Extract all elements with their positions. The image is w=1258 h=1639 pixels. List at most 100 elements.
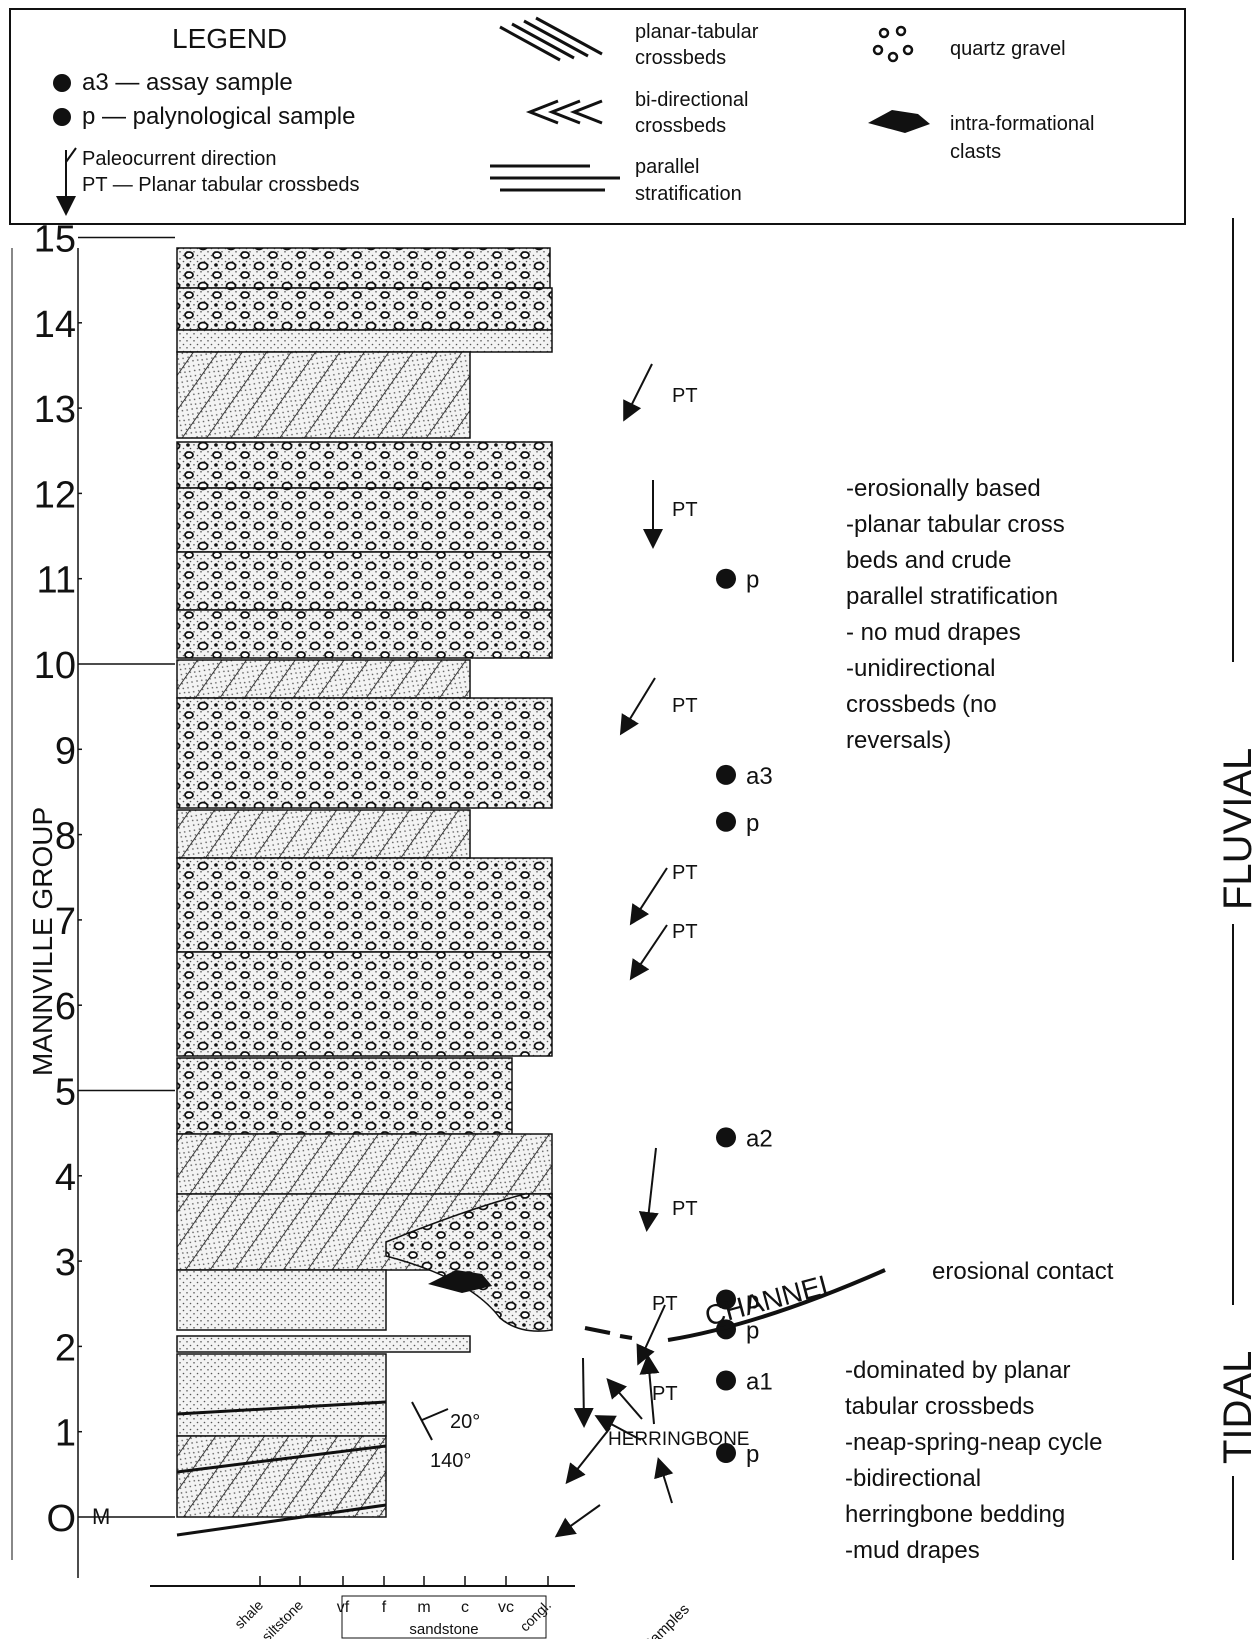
grain-label: siltstone [258,1597,306,1639]
clast-icon [428,1270,492,1293]
fluvial-note-line: - no mud drapes [846,619,1021,646]
scale-label: 13 [34,389,76,431]
paleocurrent-arrow-icon [619,677,656,736]
paleocurrent-arrow-icon [606,1377,643,1420]
grain-label: shale [231,1597,266,1632]
scale-label: 9 [55,730,76,772]
legend-item-paleocurrent: Paleocurrent direction [82,148,277,170]
legend-bidirectional-line2: crossbeds [635,115,726,137]
bed-layer [176,659,471,699]
legend-item-pt: PT — Planar tabular crossbeds [82,174,360,196]
bed-layer [176,609,553,659]
legend: LEGEND a3 — assay sample p — palynologic… [9,8,1186,225]
sample-label: p [746,1441,759,1468]
paleocurrent-arrow-icon [638,1147,659,1232]
fluvial-note-line: -erosionally based [846,475,1041,502]
legend-parallel-line2: stratification [635,183,742,205]
facies-bracket: FLUVIAL TIDAL [1216,218,1258,1560]
legend-frame [9,8,1186,225]
sample-label: p [746,567,759,594]
bed-layer [176,1353,387,1437]
tidal-note-line: -dominated by planar [845,1357,1070,1384]
tidal-note-line: -bidirectional [845,1465,981,1492]
assay-sample-icon [53,74,71,92]
legend-item-assay: a3 — assay sample [82,69,293,96]
sample-label: a3 [746,763,773,790]
bed-layer [176,697,553,809]
quartz-gravel-icon [872,25,914,63]
pt-label: PT [672,1198,698,1220]
tidal-notes: -dominated by planar tabular crossbeds -ne… [845,1357,1102,1564]
paleocurrent-arrow-icon [636,1304,666,1366]
stratigraphic-column [176,247,553,1537]
pt-label: PT [672,695,698,717]
scale-label: 15 [34,219,76,261]
paleocurrent-arrow-icon [639,1354,660,1425]
angle-bottom-label: 140° [430,1450,471,1472]
legend-clasts-line2: clasts [950,141,1001,163]
bounding-surface [176,1444,387,1474]
fluvial-note-line: -unidirectional [846,655,995,682]
bidirectional-crossbeds-icon [525,99,603,125]
paleocurrent-arrow-icon [573,1357,594,1428]
pt-label: PT [672,921,698,943]
scale-label: 3 [55,1242,76,1284]
legend-bidirectional-line1: bi-directional [635,89,748,111]
sample-dot-icon [716,811,736,832]
grain-label: c [461,1599,469,1616]
legend-planar-tabular-line1: planar-tabular [635,21,759,43]
paleocurrent-arrow-icon [554,1504,601,1538]
scale-label: 8 [55,816,76,858]
planar-tabular-crossbeds-icon [499,16,603,62]
scale-label: 11 [37,560,76,602]
contact-dash [619,1334,633,1340]
tidal-note-line: -neap-spring-neap cycle [845,1429,1102,1456]
paleocurrent-arrow-icon [629,867,668,926]
erosional-contact-label: erosional contact [932,1258,1114,1285]
tidal-note-line: -mud drapes [845,1537,980,1564]
channel-label: CHANNEL [702,1267,839,1332]
fluvial-note-line: reversals) [846,727,951,754]
fluvial-note-line: crossbeds (no [846,691,997,718]
tidal-label: TIDAL [1216,1351,1258,1464]
bed-layer [176,809,471,859]
sample-dot-icon [716,1127,736,1148]
bed-layer [176,487,553,553]
paleocurrent-arrow-icon [594,1415,642,1441]
bed-layer [176,247,551,289]
scale-label: O [46,1498,76,1540]
bed-layer [176,329,553,353]
sample-label: a1 [746,1369,773,1396]
grain-label: vc [498,1599,514,1616]
sample-dot-icon [716,1289,736,1310]
scale-label: 7 [55,901,76,943]
sample-dot-icon [716,568,736,589]
parallel-stratification-icon [490,164,620,192]
sandstone-box [341,1595,547,1639]
pt-label: PT [672,499,698,521]
pt-label: PT [652,1383,678,1405]
paleocurrent-arrow-icon [629,924,668,981]
bed-layer [176,1133,553,1195]
scale-unit: M [92,1504,110,1529]
bed-layer [176,1057,513,1135]
intra-formational-clast-icon [868,110,930,133]
paleocurrent-arrow-icon [565,1427,611,1485]
bed-layer [176,351,471,439]
grain-label: vf [337,1599,350,1616]
contact-dash [584,1326,611,1335]
tidal-note-line: tabular crossbeds [845,1393,1034,1420]
group-label: MANNVILLE GROUP [27,807,58,1076]
scale-label: 1 [55,1413,76,1455]
bed-layer [176,951,553,1057]
bed-layer [176,551,553,611]
bed-layer [176,1435,387,1518]
sample-label: p [746,1317,759,1344]
scale-label: 6 [55,986,76,1028]
sample-label: p [746,1287,759,1314]
samples-axis-label: Samples [640,1601,693,1639]
palynological-sample-icon [53,108,71,126]
